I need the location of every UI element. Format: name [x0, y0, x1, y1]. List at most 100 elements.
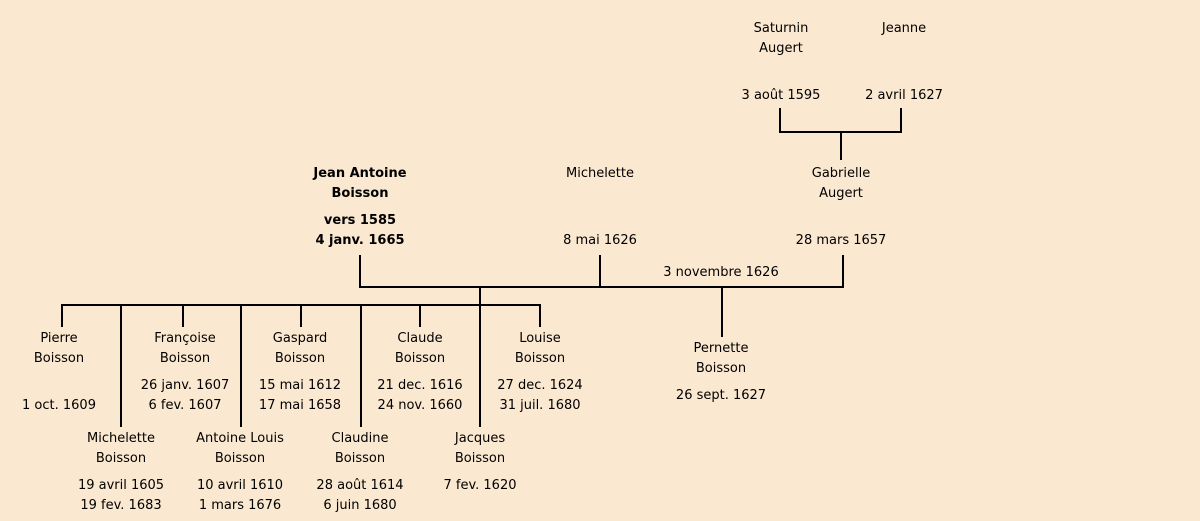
person-date1	[771, 211, 911, 231]
person-claude-boisson[interactable]: Claude Boisson 21 dec. 1616 24 nov. 1660	[350, 329, 490, 416]
connector-claudine-drop	[360, 306, 362, 427]
spacer	[834, 59, 974, 66]
person-date2: 4 janv. 1665	[315, 233, 405, 248]
person-date1: 26 janv. 1607	[140, 378, 230, 393]
person-name-line1: Claude	[397, 331, 443, 346]
person-gabrielle-augert[interactable]: Gabrielle Augert 28 mars 1657	[771, 164, 911, 251]
person-michelette-boisson[interactable]: Michelette Boisson 19 avril 1605 19 fev.…	[51, 429, 191, 516]
person-louise-boisson[interactable]: Louise Boisson 27 dec. 1624 31 juil. 168…	[470, 329, 610, 416]
person-date1: 28 août 1614	[316, 478, 404, 493]
connector-pierre-drop	[61, 304, 63, 327]
person-date2	[410, 496, 550, 516]
person-date1	[530, 211, 670, 231]
person-name-line1: Pernette	[693, 341, 749, 356]
person-pierre-boisson[interactable]: Pierre Boisson 1 oct. 1609	[0, 329, 129, 416]
connector-jeanne-stub	[900, 108, 902, 133]
connector-gabrielle-drop	[840, 133, 842, 160]
person-date2: 17 mai 1658	[258, 398, 342, 413]
spacer	[470, 369, 610, 376]
person-name-line1: Jean Antoine	[313, 166, 407, 181]
person-name-line2: Boisson	[695, 361, 747, 376]
spacer	[230, 369, 370, 376]
person-name-line1: Pierre	[40, 331, 78, 346]
spacer	[290, 204, 430, 211]
connector-michelette-child-drop	[120, 306, 122, 427]
person-date2: 1 oct. 1609	[22, 398, 96, 413]
person-claudine-boisson[interactable]: Claudine Boisson 28 août 1614 6 juin 168…	[290, 429, 430, 516]
connector-grandparents-bar	[779, 131, 902, 133]
person-michelette-spouse[interactable]: Michelette 8 mai 1626	[530, 164, 670, 251]
connector-antoine-louis-drop	[240, 306, 242, 427]
spacer	[290, 469, 430, 476]
person-name-line2	[834, 39, 974, 59]
spacer	[0, 369, 129, 376]
person-name-line1: Françoise	[154, 331, 216, 346]
connector-francoise-drop	[182, 306, 184, 327]
person-date2: 31 juil. 1680	[499, 398, 581, 413]
person-date2: 1 mars 1676	[198, 498, 282, 513]
connector-gaspard-drop	[300, 306, 302, 327]
connector-claude-drop	[419, 306, 421, 327]
person-name-line2: Boisson	[394, 351, 446, 366]
person-name-line1: Jacques	[454, 431, 506, 446]
connector-gabrielle-stub	[842, 255, 844, 288]
person-name-line2: Augert	[819, 186, 863, 201]
person-date1: 7 fev. 1620	[443, 478, 517, 493]
person-jeanne[interactable]: Jeanne 2 avril 1627	[834, 19, 974, 106]
person-antoine-louis-boisson[interactable]: Antoine Louis Boisson 10 avril 1610 1 ma…	[170, 429, 310, 516]
person-date1	[0, 376, 129, 396]
person-name-line1: Gabrielle	[811, 166, 871, 181]
person-name-line2	[530, 184, 670, 204]
person-name-line2: Augert	[759, 41, 803, 56]
connector-louise-drop	[539, 304, 541, 327]
person-date2: 28 mars 1657	[795, 233, 887, 248]
person-date1: 26 sept. 1627	[675, 388, 767, 403]
person-name-line1: Antoine Louis	[196, 431, 284, 446]
person-date1	[834, 66, 974, 86]
person-name-line1: Saturnin	[753, 21, 809, 36]
person-date1: 15 mai 1612	[258, 378, 342, 393]
person-name-line2: Boisson	[33, 351, 85, 366]
spacer	[350, 369, 490, 376]
person-date2: 24 nov. 1660	[377, 398, 463, 413]
connector-children-drop-and-jacques	[479, 288, 481, 427]
person-name-line2: Boisson	[454, 451, 506, 466]
person-date1: 19 avril 1605	[77, 478, 165, 493]
person-date2	[651, 406, 791, 426]
connector-jean-antoine-stub	[359, 255, 361, 288]
person-gaspard-boisson[interactable]: Gaspard Boisson 15 mai 1612 17 mai 1658	[230, 329, 370, 416]
connector-saturnin-stub	[779, 108, 781, 133]
person-name-line2: Boisson	[95, 451, 147, 466]
person-francoise-boisson[interactable]: Françoise Boisson 26 janv. 1607 6 fev. 1…	[115, 329, 255, 416]
connector-marriage-bar	[359, 286, 844, 288]
person-date1: 21 dec. 1616	[377, 378, 463, 393]
spacer	[410, 469, 550, 476]
person-date2: 6 juin 1680	[323, 498, 397, 513]
spacer	[170, 469, 310, 476]
spacer	[530, 204, 670, 211]
spacer	[651, 379, 791, 386]
spacer	[771, 204, 911, 211]
person-name-line2: Boisson	[334, 451, 386, 466]
person-date2: 2 avril 1627	[865, 88, 943, 103]
person-saturnin-augert[interactable]: Saturnin Augert 3 août 1595	[711, 19, 851, 106]
connector-pernette-drop	[721, 288, 723, 337]
person-date2: 19 fev. 1683	[80, 498, 162, 513]
person-date1	[711, 66, 851, 86]
connector-children-bar	[61, 304, 541, 306]
person-date2: 8 mai 1626	[563, 233, 637, 248]
connector-michelette-stub	[599, 255, 601, 288]
person-date1: 10 avril 1610	[196, 478, 284, 493]
person-name-line1: Michelette	[86, 431, 155, 446]
person-jean-antoine-boisson[interactable]: Jean Antoine Boisson vers 1585 4 janv. 1…	[290, 164, 430, 251]
person-date2: 3 août 1595	[741, 88, 821, 103]
person-name-line1: Michelette	[565, 166, 634, 181]
person-name-line1: Jeanne	[881, 21, 927, 36]
person-date1: 27 dec. 1624	[497, 378, 583, 393]
person-name-line1: Gaspard	[272, 331, 328, 346]
person-jacques-boisson[interactable]: Jacques Boisson 7 fev. 1620	[410, 429, 550, 516]
person-name-line2: Boisson	[274, 351, 326, 366]
person-pernette-boisson[interactable]: Pernette Boisson 26 sept. 1627	[651, 339, 791, 426]
person-name-line2: Boisson	[514, 351, 566, 366]
